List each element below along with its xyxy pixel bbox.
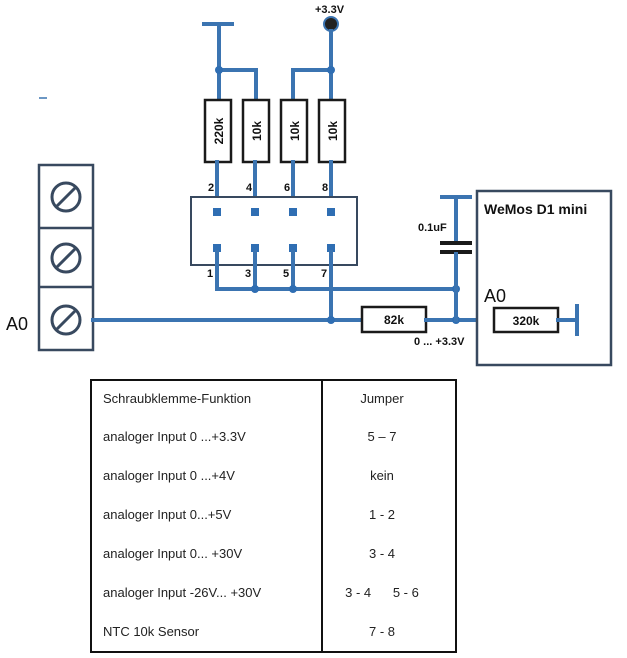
jumper-pins [213,208,335,252]
table-cell-jumper: 3 - 4 5 - 6 [345,584,419,600]
screw-icon [50,242,82,274]
capacitor [440,241,472,254]
screw-icon [50,181,82,213]
table-row: analoger Input 0 ...+3.3V 5 – 7 [91,416,456,456]
table-cell-jumper: kein [370,467,394,483]
pin-label-5: 5 [283,268,289,280]
pin-label-8: 8 [322,182,328,194]
table-cell-function: analoger Input -26V... +30V [91,572,323,612]
junction-dot [327,316,335,324]
junction-dot [289,285,297,293]
table-header-function: Schraubklemme-Funktion [91,380,323,417]
pin-label-4: 4 [246,182,253,194]
junction-dot [327,66,335,74]
board-pin-label: A0 [484,286,506,306]
table-cell-function: analoger Input 0 ...+4V [91,455,323,495]
pin-label-3: 3 [245,268,251,280]
junction-dot [251,285,259,293]
screw-terminal-block [37,163,95,352]
wemos-board [475,189,613,367]
vcc-label: +3.3V [315,4,345,16]
circuit-diagram: +3.3V 220k 10k 10k 10k 2 4 6 8 1 3 5 7 [6,4,613,367]
pin-label-1: 1 [207,268,213,280]
jumper-table: Schraubklemme-Funktion Jumper analoger I… [90,379,457,653]
resistor-2-value: 10k [250,121,264,141]
resistor-1-value: 220k [212,117,226,144]
resistor-320k: 320k [492,306,560,334]
screw-icon [50,304,82,336]
table-cell-function: analoger Input 0 ...+3.3V [91,416,323,456]
resistor-82k: 82k [360,305,428,334]
table-header-jumper: Jumper [360,391,404,407]
pin-label-6: 6 [284,182,290,194]
resistor-4: 10k [317,98,347,164]
table-cell-jumper: 3 - 4 [368,545,395,561]
table-cell-jumper: 1 - 2 [368,506,395,522]
resistor-2: 10k [241,98,271,164]
table-row: analoger Input 0...+5V 1 - 2 [91,494,456,534]
junction-dot [215,66,223,74]
resistor-320k-value: 320k [513,314,540,328]
pin-label-2: 2 [208,182,214,194]
resistor-3-value: 10k [288,121,302,141]
resistor-82k-value: 82k [384,313,404,327]
terminal-label: A0 [6,314,28,334]
table-row: analoger Input 0 ...+4V kein [91,455,456,495]
pin-label-7: 7 [321,268,327,280]
table-cell-function: analoger Input 0...+5V [91,494,323,534]
table-cell-function: NTC 10k Sensor [91,611,323,652]
table-row: NTC 10k Sensor 7 - 8 [91,611,456,652]
table-cell-jumper: 7 - 8 [368,623,395,639]
table-row: analoger Input 0... +30V 3 - 4 [91,533,456,573]
range-label: 0 ... +3.3V [414,336,465,348]
resistor-1: 220k [203,98,233,164]
vcc-terminal [323,16,339,32]
capacitor-label: 0.1uF [418,222,447,234]
table-cell-function: analoger Input 0... +30V [91,533,323,573]
board-title: WeMos D1 mini [484,201,587,217]
table-cell-jumper: 5 – 7 [367,428,397,444]
table-row: analoger Input -26V... +30V 3 - 4 5 - 6 [91,572,456,612]
table-header-row: Schraubklemme-Funktion Jumper [91,380,456,417]
resistor-4-value: 10k [326,121,340,141]
resistor-3: 10k [279,98,309,164]
